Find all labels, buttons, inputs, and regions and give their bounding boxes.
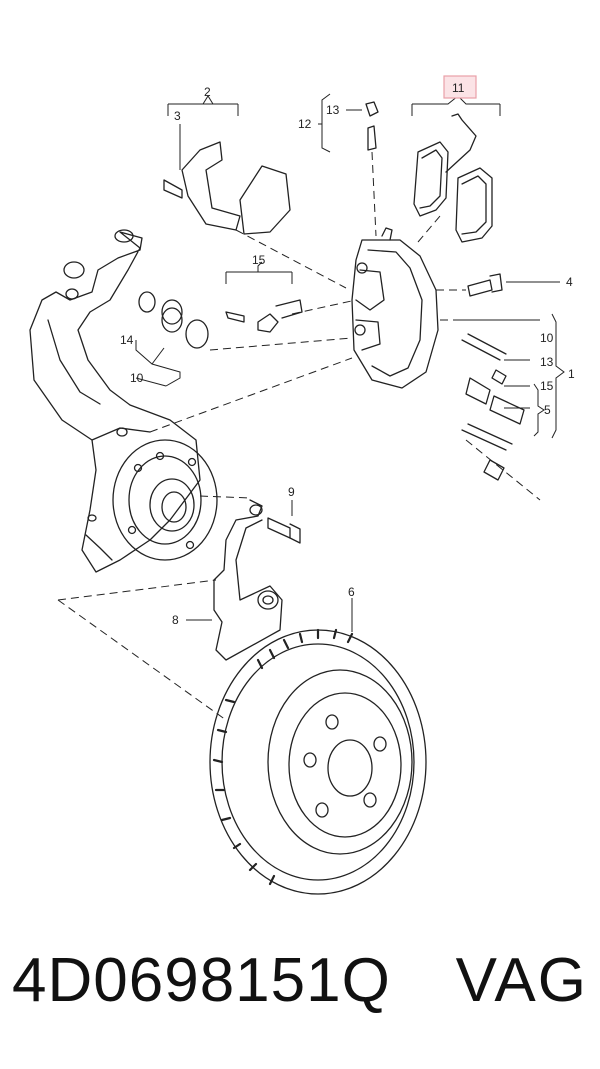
bolt-12 <box>365 101 379 151</box>
callout-6: 6 <box>348 585 355 599</box>
callout-13-top: 13 <box>326 103 340 117</box>
wheel-hub <box>112 439 218 561</box>
callout-9: 9 <box>288 485 295 499</box>
callout-2: 2 <box>204 85 211 99</box>
callout-11: 11 <box>452 81 465 95</box>
leader-lines <box>135 93 565 632</box>
brand-name: VAG <box>455 946 588 1015</box>
part-number: 4D0698151Q <box>12 946 391 1015</box>
callout-5: 5 <box>544 403 551 417</box>
hardware-kit <box>461 333 525 481</box>
callout-4: 4 <box>566 275 573 289</box>
bolt-9 <box>267 517 301 544</box>
seal-kit <box>138 291 303 349</box>
callout-3: 3 <box>174 109 181 123</box>
splash-shield <box>213 499 283 661</box>
callout-8: 8 <box>172 613 179 627</box>
brake-pads <box>413 113 493 243</box>
callout-14: 14 <box>120 333 134 347</box>
callout-10-right: 10 <box>540 331 554 345</box>
highlight-box <box>443 75 477 99</box>
steering-knuckle <box>29 229 201 573</box>
callout-15-right: 15 <box>540 379 554 393</box>
brake-disc <box>209 628 427 895</box>
brake-caliper <box>351 227 439 389</box>
callout-13-right: 13 <box>540 355 554 369</box>
callout-10-left: 10 <box>130 371 144 385</box>
callout-12: 12 <box>298 117 312 131</box>
callout-1: 1 <box>568 367 575 381</box>
assembly-lines <box>57 151 541 721</box>
bracket-assembly <box>163 141 291 235</box>
callouts: 2 3 13 12 11 15 4 14 10 10 13 15 1 5 9 8… <box>120 81 575 627</box>
callout-15-top: 15 <box>252 253 266 267</box>
bolt-4 <box>467 273 503 297</box>
brake-assembly-diagram: 2 3 13 12 11 15 4 14 10 10 13 15 1 5 9 8… <box>29 75 575 895</box>
